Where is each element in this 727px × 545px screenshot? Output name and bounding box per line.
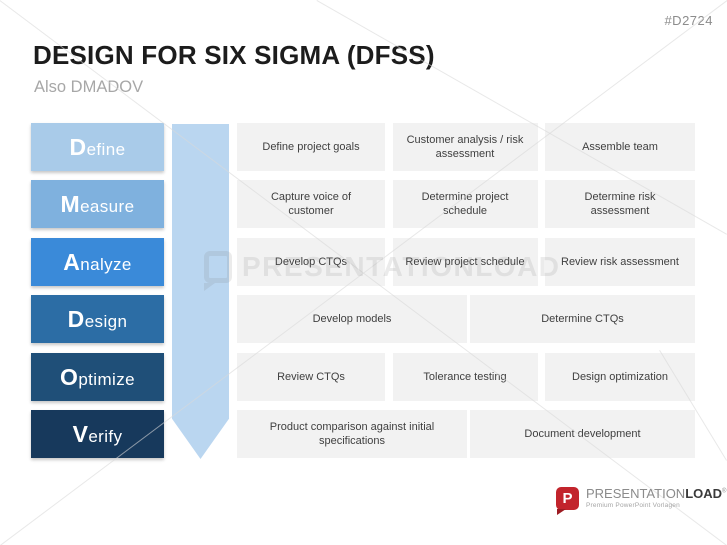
stage-verify: Verify [31, 410, 164, 458]
task-box: Determine CTQs [470, 295, 695, 343]
stage-verify-label: Verify [72, 420, 123, 447]
task-row-optimize: Review CTQs Tolerance testing Design opt… [237, 353, 695, 401]
task-box: Develop CTQs [237, 238, 385, 286]
task-row-define: Define project goals Customer analysis /… [237, 123, 695, 171]
task-box: Review CTQs [237, 353, 385, 401]
presentationload-logo: P PRESENTATIONLOAD® Premium PowerPoint V… [556, 487, 726, 515]
task-box: Product comparison against initial speci… [237, 410, 467, 458]
stage-define-label: Define [69, 133, 126, 160]
stage-optimize-label: Optimize [60, 363, 135, 390]
stage-analyze-label: Analyze [63, 248, 132, 275]
task-box: Document development [470, 410, 695, 458]
task-box: Tolerance testing [392, 353, 538, 401]
stage-analyze: Analyze [31, 238, 164, 286]
logo-p-icon: P [556, 487, 579, 515]
task-box: Develop models [237, 295, 467, 343]
logo-p-letter: P [562, 490, 573, 507]
product-id: #D2724 [664, 13, 713, 28]
stage-measure-label: Measure [60, 190, 135, 217]
logo-tagline: Premium PowerPoint Vorlagen [586, 502, 680, 509]
stage-define: Define [31, 123, 164, 171]
slide-title: DESIGN FOR SIX SIGMA (DFSS) [33, 40, 435, 70]
task-box: Review risk assessment [545, 238, 695, 286]
task-row-design: Develop models Determine CTQs [237, 295, 695, 343]
task-box: Review project schedule [392, 238, 538, 286]
slide-subtitle: Also DMADOV [34, 78, 144, 96]
logo-text-block: PRESENTATIONLOAD® Premium PowerPoint Vor… [586, 487, 726, 509]
logo-brand-name: PRESENTATIONLOAD® [586, 486, 727, 501]
task-row-measure: Capture voice of customer Determine proj… [237, 180, 695, 228]
task-box: Design optimization [545, 353, 695, 401]
task-box: Capture voice of customer [237, 180, 385, 228]
stage-design-label: Design [67, 305, 128, 332]
stage-measure: Measure [31, 180, 164, 228]
down-arrow [172, 124, 229, 459]
task-box: Assemble team [545, 123, 695, 171]
task-box: Determine project schedule [392, 180, 538, 228]
task-box: Determine risk assessment [545, 180, 695, 228]
task-box: Define project goals [237, 123, 385, 171]
task-box: Customer analysis / risk assessment [392, 123, 538, 171]
stage-optimize: Optimize [31, 353, 164, 401]
task-row-verify: Product comparison against initial speci… [237, 410, 695, 458]
stage-design: Design [31, 295, 164, 343]
task-row-analyze: Develop CTQs Review project schedule Rev… [237, 238, 695, 286]
